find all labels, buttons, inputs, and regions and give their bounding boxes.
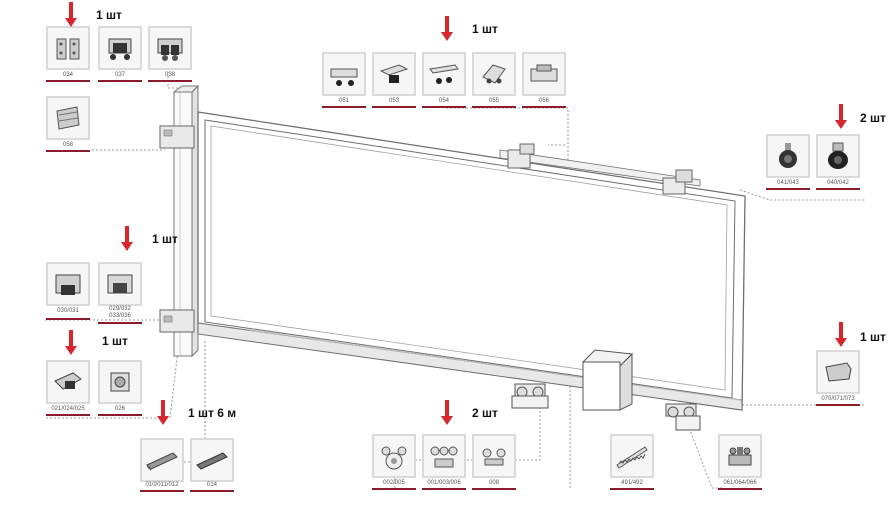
part-code-053: 053: [388, 98, 399, 104]
code-underline: [422, 488, 466, 490]
quantity-label: 1 шт: [472, 22, 498, 36]
part-code-051: 051: [338, 98, 349, 104]
part-code-030: 030/031: [57, 308, 79, 314]
stopper-026-icon: [98, 360, 142, 404]
part-code-008: 008: [488, 480, 499, 486]
quantity-label: 2 шт: [472, 406, 498, 420]
code-underline: [766, 188, 810, 190]
code-underline: [610, 488, 654, 490]
part-code-040: 040/042: [827, 180, 849, 186]
code-underline: [372, 488, 416, 490]
support-base-061-icon: [718, 434, 762, 478]
down-arrow-icon: [64, 2, 78, 28]
code-underline: [98, 80, 142, 82]
part-code-014: 014: [206, 482, 217, 488]
bracket-055-icon: [472, 52, 516, 96]
part-code-061: 061/064/066: [723, 480, 757, 486]
down-arrow-icon: [64, 330, 78, 356]
code-underline: [46, 318, 90, 320]
guide-roller-040-icon: [816, 134, 860, 178]
code-underline: [98, 414, 142, 416]
code-underline: [46, 80, 90, 82]
code-underline: [140, 490, 184, 492]
code-underline: [46, 150, 90, 152]
bracket-030-icon: [46, 262, 90, 306]
quantity-label: 1 шт: [96, 8, 122, 22]
part-code-026: 026: [114, 406, 125, 412]
bracket-053-icon: [372, 52, 416, 96]
end-cap-070-icon: [816, 350, 860, 394]
part-code-021: 021/024/025: [51, 406, 85, 412]
down-arrow-icon: [440, 400, 454, 426]
down-arrow-icon: [120, 226, 134, 252]
bracket-051-icon: [322, 52, 366, 96]
part-code-491: 491/492: [621, 480, 643, 486]
gear-rack-491-icon: [610, 434, 654, 478]
part-code-037: 037: [114, 72, 125, 78]
quantity-label: 1 шт: [860, 330, 886, 344]
part-code-054: 054: [438, 98, 449, 104]
down-arrow-icon: [834, 322, 848, 348]
part-code-038: 038: [164, 72, 175, 78]
quantity-label: 1 шт 6 м: [188, 406, 237, 420]
part-code-034: 034: [62, 72, 73, 78]
quantity-label: 1 шт: [152, 232, 178, 246]
bracket-034-icon: [46, 26, 90, 70]
bracket-056-icon: [522, 52, 566, 96]
guide-rail-010-icon: [140, 438, 184, 482]
code-underline: [718, 488, 762, 490]
carriage-001-icon: [422, 434, 466, 478]
roller-carriage-038-icon: [148, 26, 192, 70]
part-code-070: 070/071/073: [821, 396, 855, 402]
code-underline: [472, 106, 516, 108]
code-underline: [816, 404, 860, 406]
guide-rail-014-icon: [190, 438, 234, 482]
part-code-002: 002/005: [383, 480, 405, 486]
code-underline: [816, 188, 860, 190]
down-arrow-icon: [156, 400, 170, 426]
part-code-033: 033/036: [109, 313, 131, 319]
down-arrow-icon: [834, 104, 848, 130]
gear-motor: [581, 349, 634, 411]
part-code-056: 056: [538, 98, 549, 104]
part-code-041: 041/043: [777, 180, 799, 186]
down-arrow-icon: [440, 16, 454, 42]
code-underline: [98, 322, 142, 324]
code-underline: [190, 490, 234, 492]
top-rail-brackets: [507, 143, 693, 195]
code-underline: [148, 80, 192, 82]
part-code-001: 001/003/006: [427, 480, 461, 486]
code-underline: [422, 106, 466, 108]
gate-frame: [197, 111, 746, 411]
part-code-029: 029/032: [109, 306, 131, 312]
bottom-rollers: [511, 383, 701, 431]
roller-carriage-037-icon: [98, 26, 142, 70]
bracket-058-icon: [46, 96, 90, 140]
roller-carriage-021-icon: [46, 360, 90, 404]
guide-roller-041-icon: [766, 134, 810, 178]
gate-post: [159, 84, 200, 358]
part-code-058: 058: [62, 142, 73, 148]
quantity-label: 1 шт: [102, 334, 128, 348]
carriage-008-icon: [472, 434, 516, 478]
code-underline: [372, 106, 416, 108]
bracket-029-icon: [98, 262, 142, 306]
code-underline: [522, 106, 566, 108]
bracket-054-icon: [422, 52, 466, 96]
carriage-002-icon: [372, 434, 416, 478]
code-underline: [46, 414, 90, 416]
code-underline: [322, 106, 366, 108]
quantity-label: 2 шт: [860, 111, 886, 125]
code-underline: [472, 488, 516, 490]
part-code-010: 010/011/012: [145, 482, 179, 488]
part-code-055: 055: [488, 98, 499, 104]
